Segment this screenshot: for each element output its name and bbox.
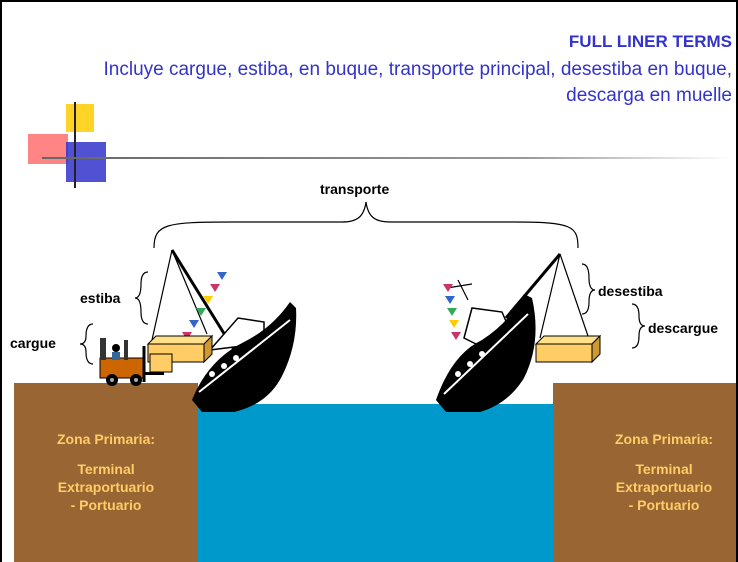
left-zone-line1: Terminal	[77, 461, 135, 477]
right-dock	[553, 383, 736, 562]
left-dock	[14, 383, 198, 562]
slide-subtitle: Incluye cargue, estiba, en buque, transp…	[103, 59, 732, 106]
right-zone-text: Zona Primaria: Terminal Extraportuario -…	[588, 430, 736, 514]
left-zone-line2: Extraportuario	[57, 479, 155, 495]
left-zone-line3: - Portuario	[70, 497, 142, 513]
label-cargue: cargue	[10, 335, 56, 351]
label-descargue: descargue	[648, 320, 719, 336]
left-zone-text: Zona Primaria: Terminal Extraportuario -…	[14, 430, 198, 514]
forklift-illustration	[99, 338, 173, 386]
right-zone-line1: Terminal	[635, 461, 693, 477]
slide-title: FULL LINER TERMS	[568, 32, 732, 51]
title-underline	[42, 157, 732, 159]
transporte-brace	[153, 201, 579, 249]
desestiba-brace	[581, 263, 596, 315]
label-transporte: transporte	[320, 181, 390, 197]
estiba-brace	[134, 271, 149, 325]
descargue-brace	[631, 303, 646, 349]
left-ship-illustration	[151, 249, 297, 412]
label-estiba: estiba	[80, 290, 121, 306]
right-ship-flags	[443, 284, 461, 340]
decorative-squares	[28, 102, 106, 188]
right-ship-illustration	[436, 253, 589, 412]
cargue-brace	[79, 323, 94, 365]
left-zone-heading: Zona Primaria:	[56, 431, 156, 447]
right-zone-heading: Zona Primaria:	[614, 431, 714, 447]
right-zone-line2: Extraportuario	[615, 479, 713, 495]
right-zone-line3: - Portuario	[628, 497, 700, 513]
right-crate	[534, 334, 602, 364]
water	[198, 404, 553, 562]
label-desestiba: desestiba	[598, 283, 663, 299]
